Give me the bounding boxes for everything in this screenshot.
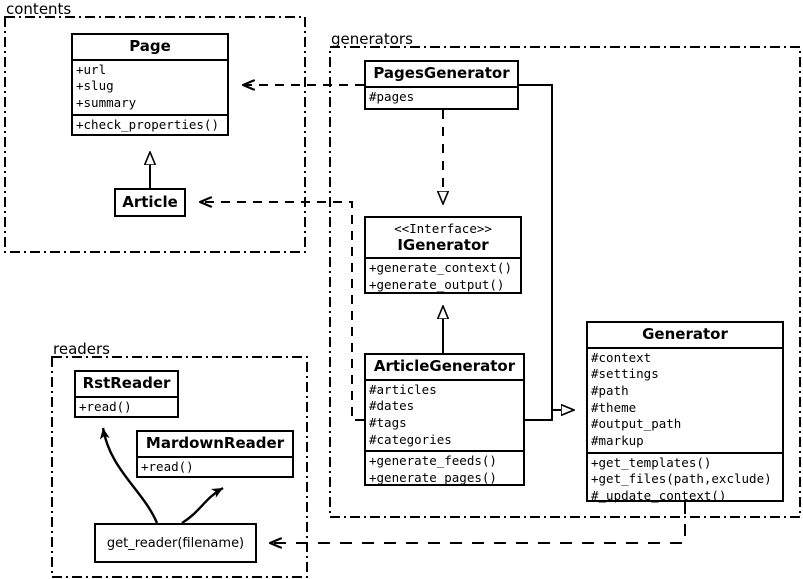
method: #_update_context() <box>591 487 727 503</box>
method: +generate_pages() <box>369 469 497 485</box>
attribute: #tags <box>369 415 407 431</box>
package-border-contents <box>4 16 306 253</box>
class-generator-attributes: #context #settings #path #theme #output_… <box>588 349 782 452</box>
class-page-name: Page <box>129 37 171 55</box>
class-rst-reader-name: RstReader <box>82 374 171 392</box>
class-pages-generator-attributes: #pages <box>366 88 517 108</box>
relation-getreader-rstreader-creates <box>99 427 159 524</box>
class-pages-generator[interactable]: PagesGenerator #pages <box>364 60 519 110</box>
class-igenerator[interactable]: <<Interface>> IGenerator +generate_conte… <box>364 216 522 294</box>
attribute: +slug <box>76 78 114 94</box>
package-label-generators: generators <box>331 30 413 48</box>
relation-articlegenerator-article-dependency <box>200 202 364 421</box>
class-page-methods: +check_properties() <box>73 116 227 136</box>
attribute: #categories <box>369 431 452 447</box>
class-page-attributes: +url +slug +summary <box>73 61 227 114</box>
method: +generate_context() <box>369 260 512 276</box>
class-rst-reader-methods: +read() <box>76 398 177 418</box>
attribute: +summary <box>76 95 137 111</box>
class-igenerator-stereotype: <<Interface>> <box>394 221 492 236</box>
method: +get_files(path,exclude) <box>591 471 772 487</box>
divider <box>76 395 177 398</box>
class-mardown-reader[interactable]: MardownReader +read() <box>136 430 294 478</box>
class-article-generator-attributes: #articles #dates #tags #categories <box>366 381 523 451</box>
attribute: #output_path <box>591 416 682 432</box>
attribute: #pages <box>369 88 415 104</box>
package-label-readers: readers <box>53 340 110 358</box>
attribute: #context <box>591 349 652 365</box>
attribute: #dates <box>369 398 415 414</box>
divider <box>138 455 292 458</box>
divider <box>366 450 523 453</box>
method: +check_properties() <box>76 116 219 132</box>
attribute: #markup <box>591 432 644 448</box>
class-generator-name: Generator <box>642 325 728 343</box>
attribute: #path <box>591 383 629 399</box>
relation-articlegenerator-generator-generalization <box>525 410 553 421</box>
attribute: #settings <box>591 366 659 382</box>
package-label-contents: contents <box>6 0 72 18</box>
class-article[interactable]: Article <box>114 188 186 217</box>
divider <box>366 85 517 88</box>
method: +read() <box>79 398 132 414</box>
class-generator[interactable]: Generator #context #settings #path #them… <box>586 321 784 503</box>
class-igenerator-methods: +generate_context() +generate_output() <box>366 259 520 295</box>
divider <box>73 58 227 61</box>
class-mardown-reader-methods: +read() <box>138 458 292 478</box>
class-article-generator[interactable]: ArticleGenerator #articles #dates #tags … <box>364 353 525 486</box>
class-rst-reader[interactable]: RstReader +read() <box>74 370 179 418</box>
attribute: #articles <box>369 381 437 397</box>
attribute: #theme <box>591 399 637 415</box>
class-page[interactable]: Page +url +slug +summary +check_properti… <box>71 33 229 136</box>
divider <box>73 113 227 116</box>
class-mardown-reader-name: MardownReader <box>145 434 285 452</box>
function-get-reader-label: get_reader(filename) <box>106 535 245 551</box>
class-article-generator-name: ArticleGenerator <box>373 357 516 375</box>
package-border-readers <box>51 356 308 578</box>
class-article-generator-methods: +generate_feeds() +generate_pages() <box>366 452 523 488</box>
divider <box>366 378 523 381</box>
relation-pagesgenerator-generator-generalization <box>519 84 574 410</box>
method: +get_templates() <box>591 454 712 470</box>
package-border-generators <box>329 46 801 518</box>
divider <box>588 346 782 349</box>
class-igenerator-name: IGenerator <box>397 235 489 254</box>
divider <box>366 257 520 260</box>
attribute: +url <box>76 61 107 77</box>
method: +read() <box>141 458 194 474</box>
class-article-name: Article <box>122 193 178 211</box>
class-pages-generator-name: PagesGenerator <box>373 64 510 82</box>
function-get-reader[interactable]: get_reader(filename) <box>94 523 257 563</box>
relation-getreader-mardownreader-creates <box>181 486 224 525</box>
relation-generator-getreader-dependency <box>270 502 686 543</box>
class-generator-methods: +get_templates() +get_files(path,exclude… <box>588 454 782 507</box>
method: +generate_feeds() <box>369 453 497 469</box>
method: +generate_output() <box>369 277 505 293</box>
divider <box>588 451 782 454</box>
